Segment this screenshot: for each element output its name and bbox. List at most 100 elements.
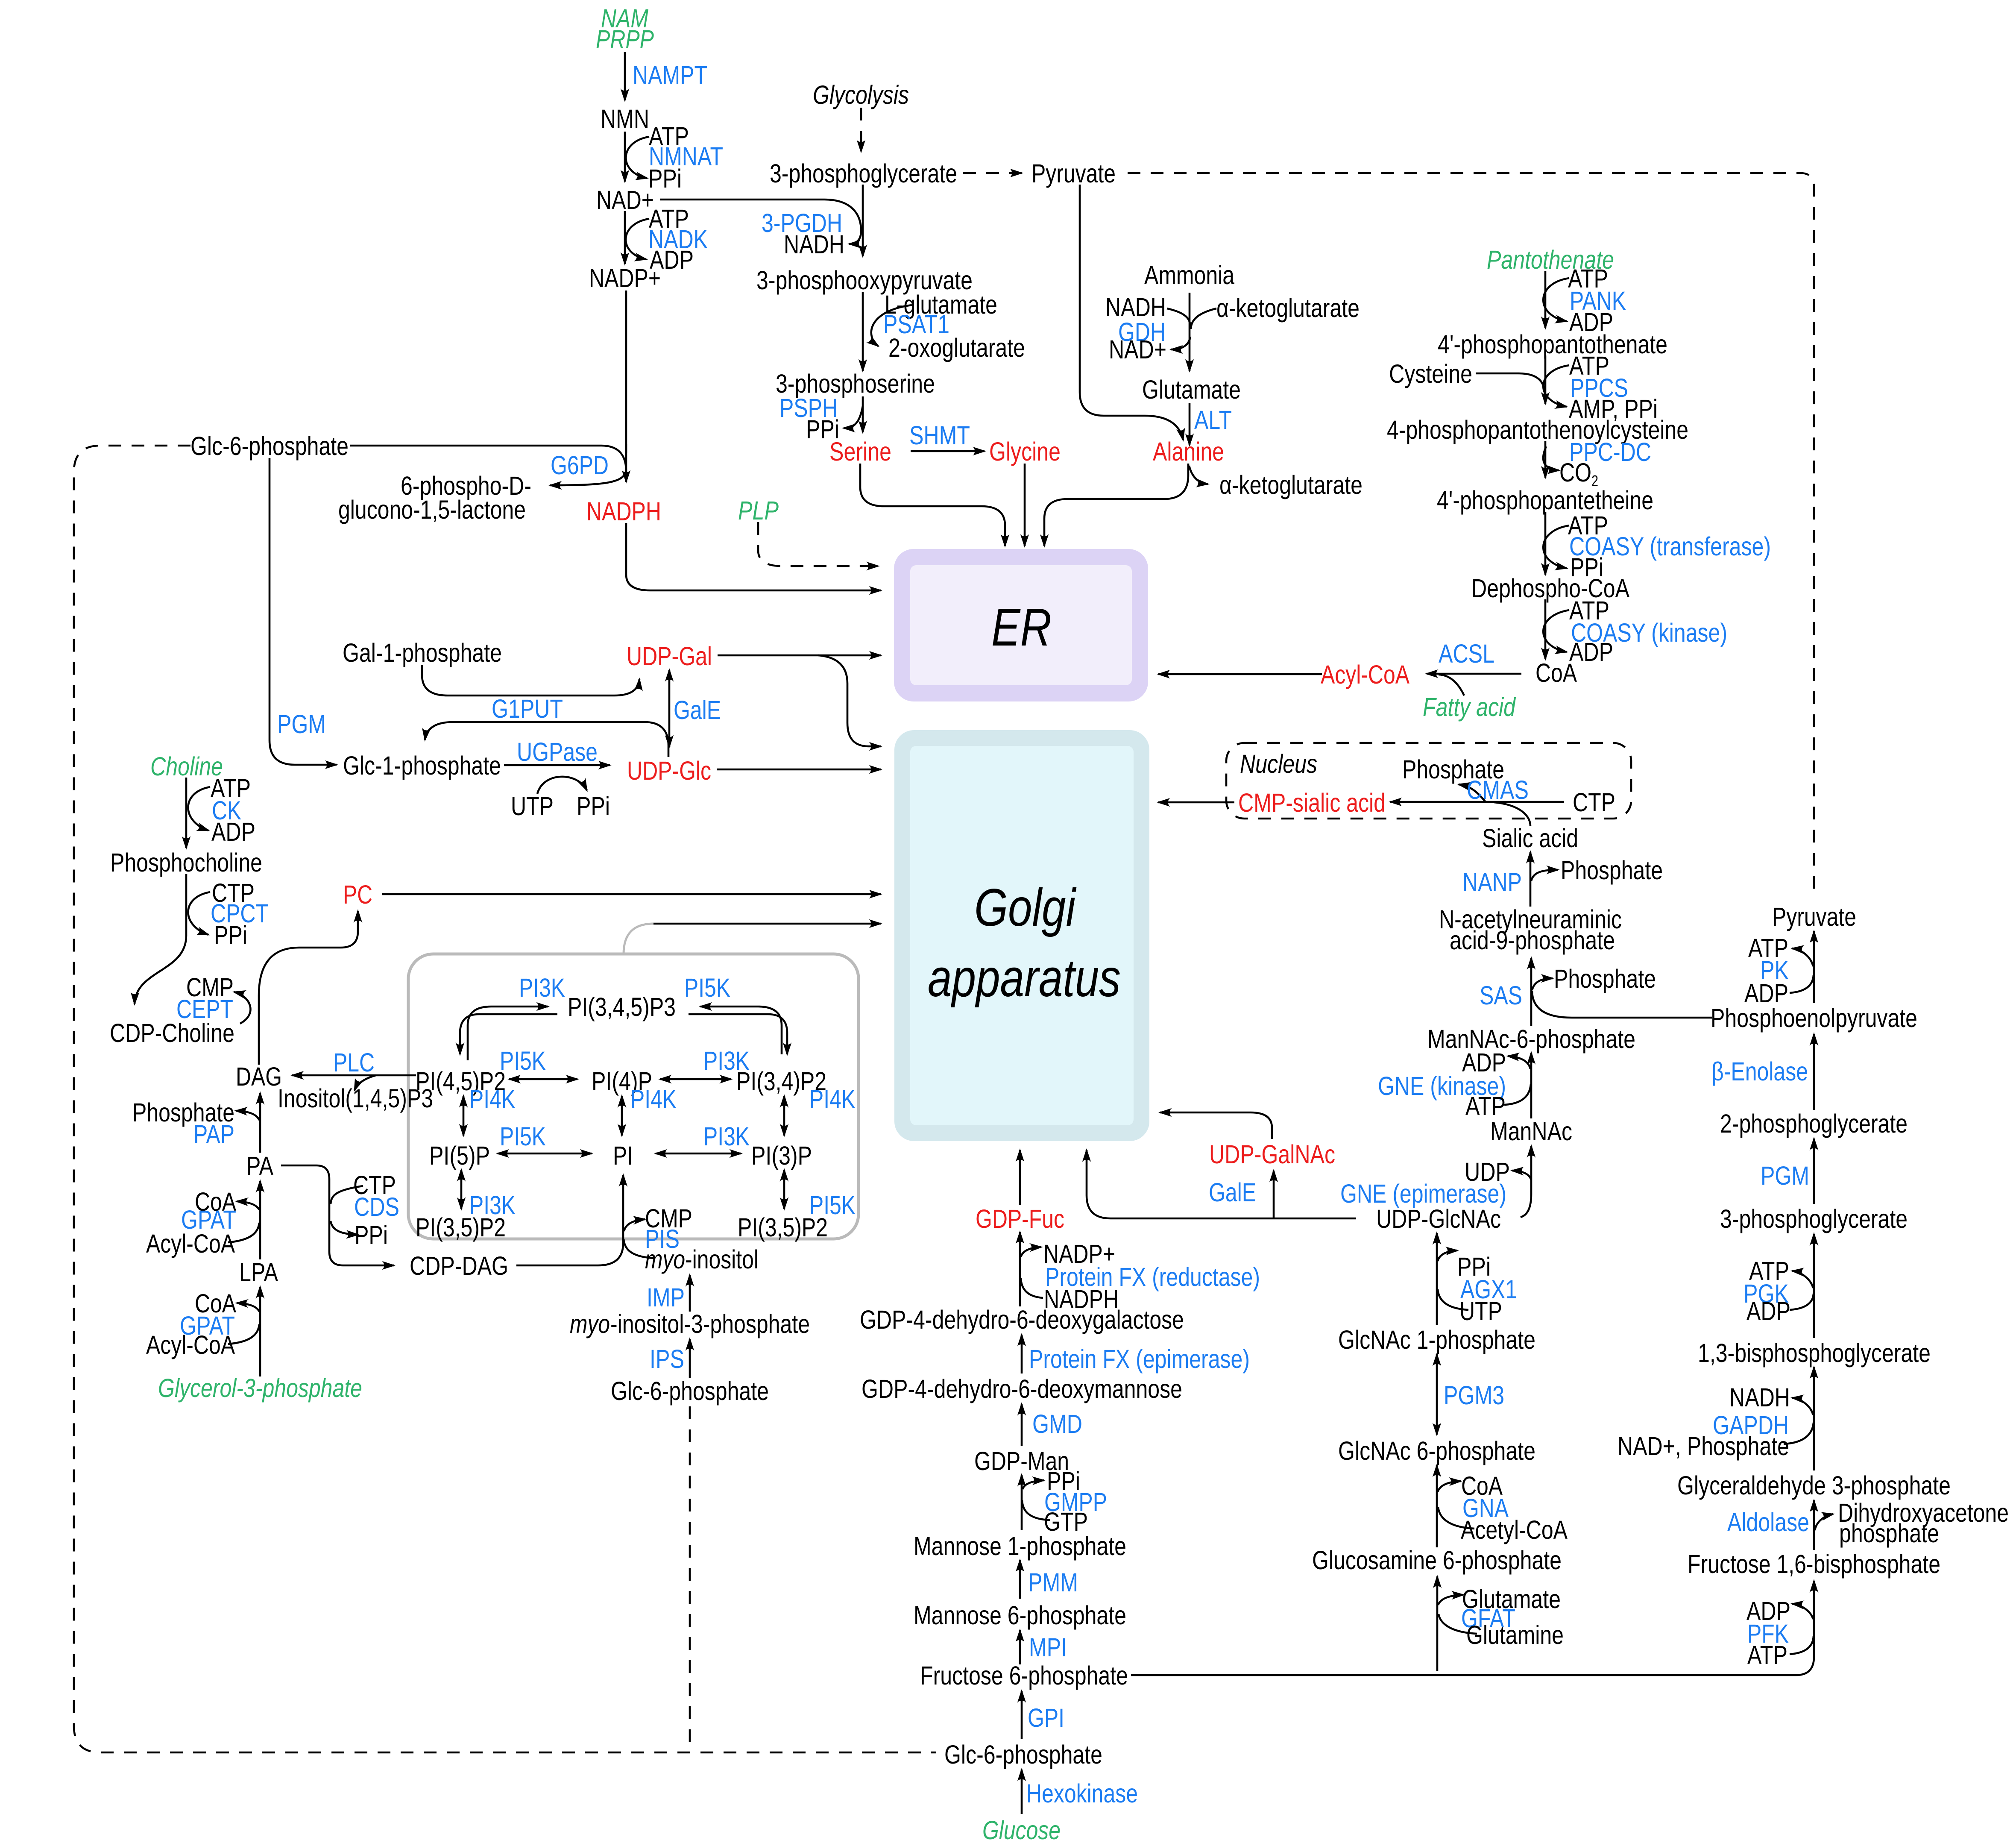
svg-text:DAG: DAG bbox=[236, 1062, 282, 1091]
svg-text:CoA: CoA bbox=[1535, 658, 1577, 687]
svg-text:Nucleus: Nucleus bbox=[1240, 749, 1317, 778]
svg-text:NADH: NADH bbox=[1105, 293, 1166, 322]
svg-text:PFK: PFK bbox=[1747, 1619, 1789, 1648]
svg-text:SHMT: SHMT bbox=[909, 421, 970, 450]
svg-text:PI(3,5)P2: PI(3,5)P2 bbox=[416, 1213, 506, 1242]
svg-text:CTP: CTP bbox=[353, 1171, 396, 1200]
svg-text:NADH: NADH bbox=[784, 230, 844, 259]
svg-text:IMP: IMP bbox=[647, 1283, 685, 1312]
svg-text:Glutamine: Glutamine bbox=[1466, 1620, 1564, 1649]
svg-text:PSPH: PSPH bbox=[779, 393, 838, 423]
svg-text:GDP-4-dehydro-6-deoxymannose: GDP-4-dehydro-6-deoxymannose bbox=[861, 1374, 1182, 1403]
svg-text:ATP: ATP bbox=[1568, 511, 1608, 540]
svg-text:CTP: CTP bbox=[212, 878, 255, 907]
svg-text:CMP: CMP bbox=[645, 1204, 692, 1233]
svg-text:Alanine: Alanine bbox=[1153, 437, 1224, 466]
svg-text:Glc-6-phosphate: Glc-6-phosphate bbox=[944, 1740, 1102, 1769]
svg-text:GDP-Man: GDP-Man bbox=[974, 1447, 1069, 1476]
svg-text:GalE: GalE bbox=[674, 696, 721, 725]
svg-text:AMP, PPi: AMP, PPi bbox=[1569, 394, 1658, 423]
svg-text:UTP: UTP bbox=[511, 792, 554, 821]
svg-text:ManNAc: ManNAc bbox=[1490, 1117, 1572, 1146]
svg-text:GAPDH: GAPDH bbox=[1713, 1411, 1789, 1440]
svg-text:ATP: ATP bbox=[211, 774, 251, 803]
svg-text:NADPH: NADPH bbox=[1044, 1285, 1119, 1314]
svg-text:2-oxoglutarate: 2-oxoglutarate bbox=[888, 333, 1025, 362]
svg-text:GTP: GTP bbox=[1044, 1507, 1088, 1536]
svg-text:NAM: NAM bbox=[601, 4, 648, 33]
svg-text:PI5K: PI5K bbox=[500, 1046, 546, 1075]
svg-text:UDP-Gal: UDP-Gal bbox=[627, 642, 712, 671]
svg-text:Serine: Serine bbox=[829, 437, 891, 466]
svg-text:Phosphate: Phosphate bbox=[132, 1098, 234, 1127]
svg-text:PSAT1: PSAT1 bbox=[883, 310, 949, 339]
svg-text:CTP: CTP bbox=[1573, 788, 1615, 817]
svg-text:CO: CO bbox=[1559, 458, 1591, 487]
svg-text:ADP: ADP bbox=[1746, 1597, 1790, 1626]
svg-text:PI(3,4)P2: PI(3,4)P2 bbox=[736, 1067, 826, 1096]
svg-text:CMP: CMP bbox=[186, 973, 234, 1002]
svg-text:PLP: PLP bbox=[738, 496, 779, 525]
svg-text:PPCS: PPCS bbox=[1570, 373, 1628, 402]
svg-text:PI5K: PI5K bbox=[809, 1191, 856, 1220]
svg-text:Glutamate: Glutamate bbox=[1462, 1585, 1561, 1614]
svg-text:PPC-DC: PPC-DC bbox=[1569, 437, 1651, 467]
svg-text:ADP: ADP bbox=[1569, 308, 1613, 337]
svg-text:ADP: ADP bbox=[211, 817, 255, 846]
svg-text:PPi: PPi bbox=[577, 792, 610, 821]
svg-text:SAS: SAS bbox=[1480, 981, 1522, 1010]
svg-text:G6PD: G6PD bbox=[551, 451, 609, 480]
svg-text:2-phosphoglycerate: 2-phosphoglycerate bbox=[1720, 1109, 1908, 1138]
svg-text:NMN: NMN bbox=[601, 104, 649, 133]
svg-text:Phosphate: Phosphate bbox=[1554, 964, 1656, 993]
svg-text:GPAT: GPAT bbox=[181, 1205, 236, 1234]
svg-text:MPI: MPI bbox=[1029, 1633, 1067, 1662]
svg-text:PRPP: PRPP bbox=[596, 25, 654, 54]
svg-text:ATP: ATP bbox=[1747, 1641, 1787, 1670]
svg-text:GalE: GalE bbox=[1209, 1178, 1256, 1207]
svg-text:GNA: GNA bbox=[1462, 1494, 1509, 1523]
svg-text:Hexokinase: Hexokinase bbox=[1026, 1779, 1138, 1808]
svg-text:4-phosphopantothenoylcysteine: 4-phosphopantothenoylcysteine bbox=[1387, 415, 1688, 444]
svg-text:ADP: ADP bbox=[1744, 979, 1788, 1008]
svg-text:Dihydroxyacetone: Dihydroxyacetone bbox=[1838, 1498, 2009, 1527]
svg-text:3-phosphoserine: 3-phosphoserine bbox=[776, 369, 935, 398]
svg-text:2: 2 bbox=[1591, 472, 1598, 490]
svg-text:GDP-4-dehydro-6-deoxygalactose: GDP-4-dehydro-6-deoxygalactose bbox=[860, 1305, 1184, 1334]
svg-text:PI3K: PI3K bbox=[703, 1046, 750, 1075]
svg-text:PI(3)P: PI(3)P bbox=[751, 1141, 812, 1170]
svg-text:ER: ER bbox=[991, 598, 1052, 657]
svg-text:glucono-1,5-lactone: glucono-1,5-lactone bbox=[338, 495, 526, 524]
svg-text:ATP: ATP bbox=[649, 204, 689, 233]
svg-text:PI4K: PI4K bbox=[809, 1085, 856, 1114]
svg-text:UDP-GlcNAc: UDP-GlcNAc bbox=[1376, 1204, 1501, 1233]
svg-text:COASY (kinase): COASY (kinase) bbox=[1571, 618, 1727, 647]
svg-text:PPi: PPi bbox=[1047, 1467, 1080, 1496]
svg-text:1,3-bisphosphoglycerate: 1,3-bisphosphoglycerate bbox=[1698, 1338, 1931, 1368]
svg-text:4'-phosphopantetheine: 4'-phosphopantetheine bbox=[1437, 486, 1653, 515]
svg-text:GPAT: GPAT bbox=[180, 1311, 235, 1340]
svg-text:CMP-sialic acid: CMP-sialic acid bbox=[1238, 788, 1386, 817]
svg-text:-inositol: -inositol bbox=[685, 1245, 759, 1274]
svg-text:IPS: IPS bbox=[650, 1344, 684, 1373]
svg-text:PC: PC bbox=[343, 880, 372, 909]
svg-text:NAD+: NAD+ bbox=[1109, 335, 1166, 364]
svg-text:6-phospho-D-: 6-phospho-D- bbox=[401, 471, 531, 500]
svg-text:PMM: PMM bbox=[1028, 1568, 1078, 1597]
svg-text:UDP: UDP bbox=[1465, 1157, 1510, 1186]
svg-text:L-glutamate: L-glutamate bbox=[885, 290, 997, 319]
svg-text:4'-phosphopantothenate: 4'-phosphopantothenate bbox=[1438, 330, 1667, 359]
svg-text:COASY (transferase): COASY (transferase) bbox=[1569, 532, 1771, 561]
svg-text:PI5K: PI5K bbox=[684, 973, 730, 1002]
svg-text:3-PGDH: 3-PGDH bbox=[762, 208, 842, 238]
svg-text:Sialic acid: Sialic acid bbox=[1482, 824, 1578, 853]
svg-text:phosphate: phosphate bbox=[1839, 1519, 1939, 1548]
svg-text:Choline: Choline bbox=[150, 752, 223, 781]
svg-text:Gal-1-phosphate: Gal-1-phosphate bbox=[343, 638, 502, 667]
svg-text:Dephospho-CoA: Dephospho-CoA bbox=[1471, 574, 1629, 603]
svg-text:PPi: PPi bbox=[648, 164, 682, 193]
svg-text:Acyl-CoA: Acyl-CoA bbox=[146, 1229, 235, 1258]
svg-text:NADH: NADH bbox=[1729, 1383, 1790, 1412]
svg-text:Aldolase: Aldolase bbox=[1727, 1508, 1809, 1537]
svg-text:Pyruvate: Pyruvate bbox=[1772, 902, 1856, 931]
